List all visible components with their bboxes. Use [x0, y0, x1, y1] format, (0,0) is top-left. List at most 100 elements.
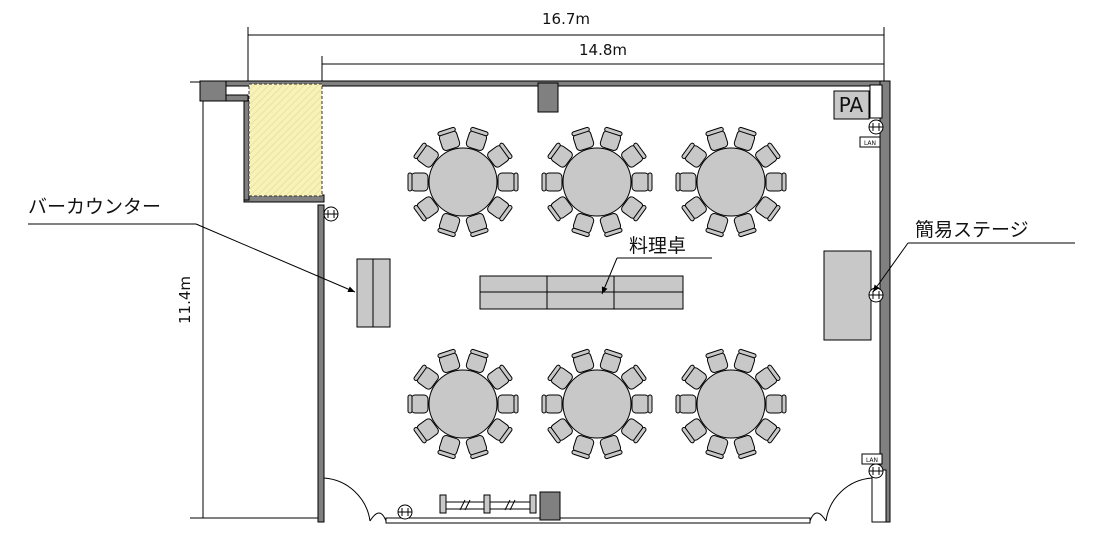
chair [547, 418, 573, 444]
round-table [407, 348, 519, 460]
chair [705, 348, 729, 373]
chair [413, 196, 439, 222]
lan-port-bottom-icon: LAN [861, 453, 883, 465]
stage [823, 250, 872, 341]
chair [733, 348, 757, 373]
chair [437, 348, 461, 373]
chair [547, 196, 573, 222]
chair [465, 126, 489, 151]
door-left [323, 477, 387, 522]
bottom-rack [439, 494, 537, 514]
round-table [407, 126, 519, 238]
overall-width-label: 16.7m [542, 10, 590, 28]
chair [407, 172, 429, 192]
chair [547, 142, 573, 168]
chair [621, 364, 647, 390]
chair [497, 394, 519, 414]
cooking-table-callout: 料理卓 [601, 235, 712, 295]
chair [547, 364, 573, 390]
table-top [696, 147, 766, 217]
chair [755, 196, 781, 222]
pa-area: PA [833, 90, 870, 120]
outlet-bottom-right [868, 463, 884, 479]
chair [755, 418, 781, 444]
chair [407, 394, 429, 414]
chair [541, 172, 563, 192]
chair [437, 213, 461, 238]
round-table [541, 126, 653, 238]
chair [755, 142, 781, 168]
chair [675, 172, 697, 192]
bar-counter-area [248, 83, 323, 197]
chair [621, 142, 647, 168]
cooking-table-label: 料理卓 [629, 235, 686, 257]
chair [571, 213, 595, 238]
pa-label: PA [839, 93, 864, 117]
chair [487, 418, 513, 444]
lan-bottom-label: LAN [866, 457, 878, 464]
chair [755, 364, 781, 390]
chair [487, 364, 513, 390]
stage-label: 簡易ステージ [915, 219, 1029, 241]
chair [631, 394, 653, 414]
lan-top-label: LAN [864, 140, 876, 147]
chair [733, 213, 757, 238]
chair [487, 196, 513, 222]
round-table [675, 126, 787, 238]
chair [675, 394, 697, 414]
outlet-stage [868, 287, 884, 303]
chair [631, 172, 653, 192]
chair [681, 196, 707, 222]
table-top [696, 369, 766, 439]
outlet-bottom [397, 504, 413, 520]
chair [437, 126, 461, 151]
dimension-inner-width: 14.8m [321, 41, 884, 82]
chair [465, 435, 489, 460]
chair [765, 394, 787, 414]
chair [465, 348, 489, 373]
chair [437, 435, 461, 460]
door-right [809, 477, 873, 522]
chair [599, 213, 623, 238]
bar-counter-table [356, 258, 391, 328]
chair [413, 142, 439, 168]
chair [571, 435, 595, 460]
chair [599, 348, 623, 373]
table-top [562, 147, 632, 217]
chair [571, 348, 595, 373]
table-top [562, 369, 632, 439]
chair [621, 418, 647, 444]
chair [705, 213, 729, 238]
chair [681, 142, 707, 168]
chair [621, 196, 647, 222]
outlet-top-right [868, 119, 884, 135]
round-table [541, 348, 653, 460]
inner-width-label: 14.8m [579, 41, 627, 59]
chair [681, 418, 707, 444]
chair [733, 435, 757, 460]
dimension-overall-width: 16.7m [247, 10, 885, 82]
table-top [428, 369, 498, 439]
chair [465, 213, 489, 238]
chair [413, 364, 439, 390]
chair [497, 172, 519, 192]
outlet-bar [323, 206, 339, 222]
chair [733, 126, 757, 151]
bar-counter-callout: バーカウンター [28, 196, 356, 293]
chair [599, 435, 623, 460]
cooking-table [479, 275, 684, 310]
stage-callout: 簡易ステージ [872, 219, 1075, 293]
chair [599, 126, 623, 151]
chair [681, 364, 707, 390]
chair [765, 172, 787, 192]
chair [541, 394, 563, 414]
table-top [428, 147, 498, 217]
lan-port-top-icon: LAN [859, 136, 881, 148]
height-label: 11.4m [176, 276, 194, 324]
walls [199, 80, 891, 524]
chair [705, 126, 729, 151]
round-table [675, 348, 787, 460]
chair [571, 126, 595, 151]
round-tables [407, 126, 787, 460]
